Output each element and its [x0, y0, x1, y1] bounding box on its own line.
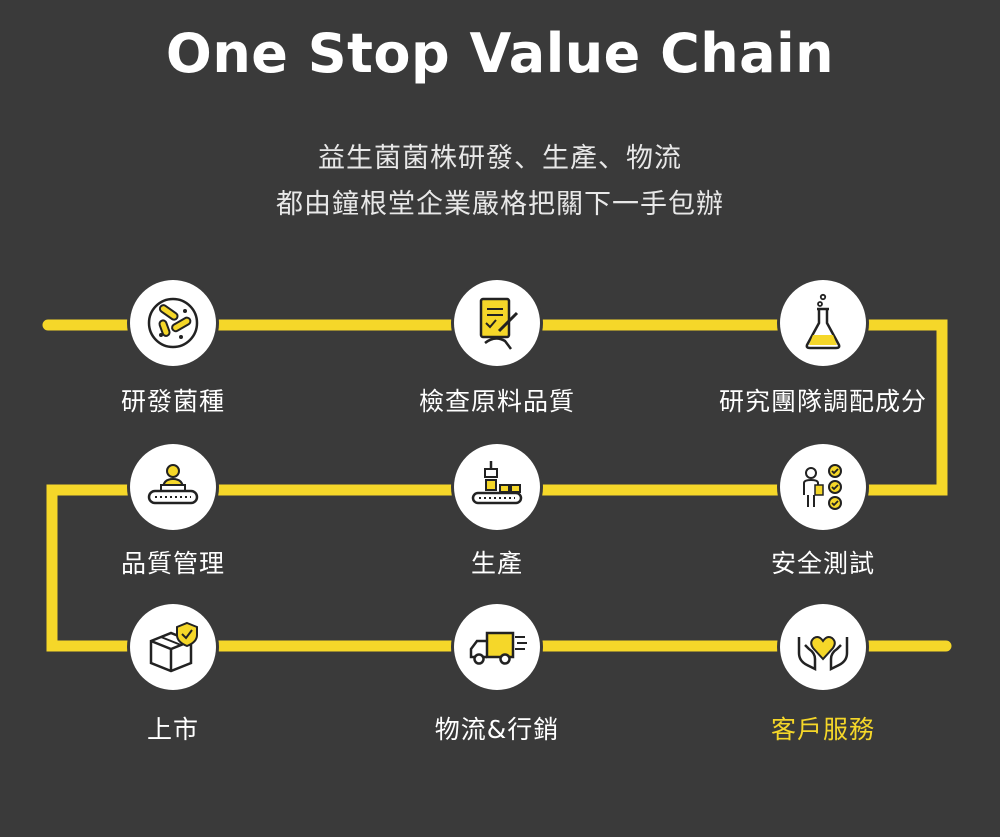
step-node-market-launch	[130, 604, 216, 690]
page-title: One Stop Value Chain	[165, 22, 835, 85]
step-node-customer-service	[780, 604, 866, 690]
factory-conveyor-icon	[471, 461, 523, 505]
checklist-person-icon	[803, 464, 842, 510]
step-node-logistics-marketing	[454, 604, 540, 690]
delivery-truck-icon	[469, 631, 527, 665]
step-node-quality-control	[130, 444, 216, 530]
step-node-inspect-materials	[454, 280, 540, 366]
subtitle-line-2: 都由鐘根堂企業嚴格把關下一手包辦	[276, 189, 724, 220]
step-label-inspect-materials: 檢查原料品質	[418, 387, 575, 416]
step-label-market-launch: 上市	[146, 715, 199, 744]
step-label-logistics-marketing: 物流&行銷	[434, 715, 560, 744]
step-label-formulation: 研究團隊調配成分	[718, 387, 927, 416]
step-node-safety-testing	[780, 444, 866, 530]
worker-conveyor-icon	[147, 464, 199, 505]
step-node-production	[454, 444, 540, 530]
subtitle-line-1: 益生菌菌株研發、生產、物流	[318, 143, 682, 174]
step-node-research-strains	[130, 280, 216, 366]
step-label-safety-testing: 安全測試	[770, 549, 875, 578]
step-node-formulation	[780, 280, 866, 366]
hands-heart-icon	[797, 636, 849, 672]
document-check-icon	[479, 297, 519, 350]
step-label-quality-control: 品質管理	[120, 549, 225, 578]
box-shield-icon	[149, 621, 198, 673]
bacteria-icon	[147, 297, 199, 349]
step-label-research-strains: 研發菌種	[120, 387, 225, 416]
step-label-production: 生產	[470, 549, 523, 578]
flask-icon	[805, 293, 841, 350]
step-label-customer-service: 客戶服務	[770, 715, 875, 744]
